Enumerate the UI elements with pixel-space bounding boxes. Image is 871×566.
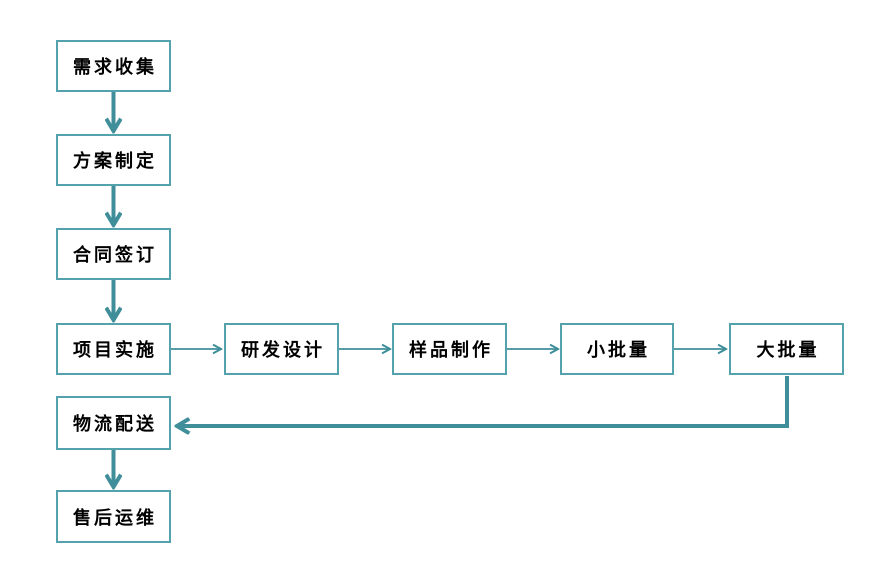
node-after-sales-maintenance: 售后运维 (56, 490, 171, 543)
node-small-batch: 小批量 (560, 323, 674, 375)
node-requirements-collection: 需求收集 (56, 40, 171, 92)
node-contract-signing: 合同签订 (56, 228, 171, 280)
node-large-batch: 大批量 (729, 323, 844, 375)
node-rd-design: 研发设计 (224, 323, 339, 375)
edge-large-batch-to-logistics (177, 376, 789, 426)
node-solution-formulation: 方案制定 (56, 134, 171, 186)
node-sample-production: 样品制作 (392, 323, 507, 375)
node-project-implementation: 项目实施 (56, 323, 171, 375)
node-logistics-delivery: 物流配送 (56, 396, 171, 450)
